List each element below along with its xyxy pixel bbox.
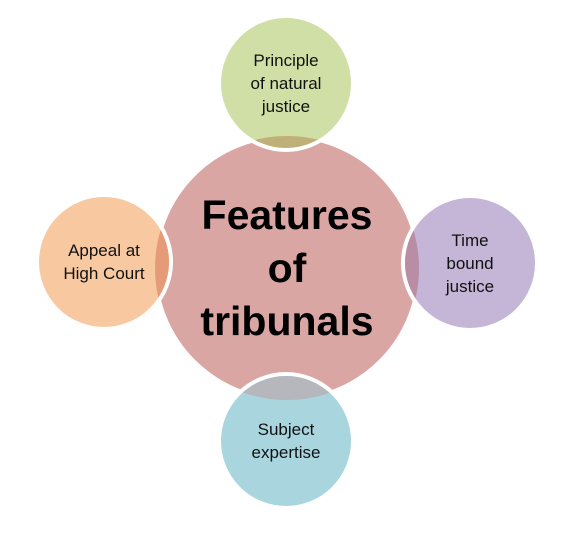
node-circle-high-court (35, 193, 173, 331)
node-circle-time-bound (401, 194, 539, 332)
node-circle-subject-expertise (217, 372, 355, 510)
center-circle (153, 134, 421, 402)
node-circle-natural-justice (217, 14, 355, 152)
